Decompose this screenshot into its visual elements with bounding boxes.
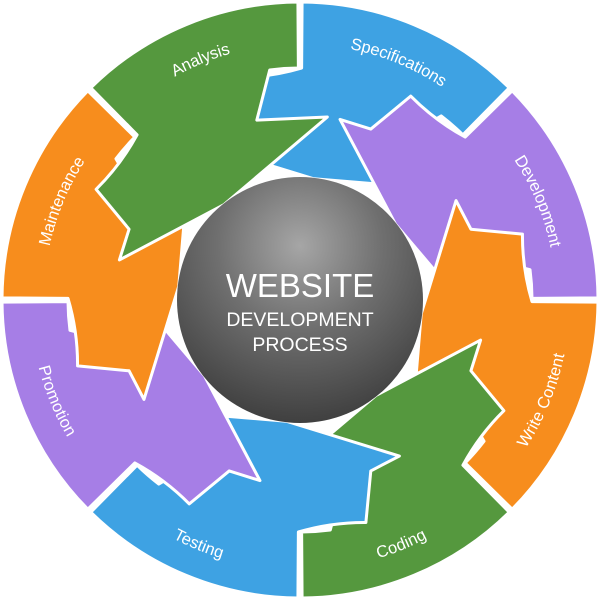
hub-subtitle: DEVELOPMENT (226, 309, 373, 331)
hub-circle (177, 177, 423, 423)
center-hub: WEBSITE DEVELOPMENT PROCESS (177, 177, 423, 423)
hub-title: WEBSITE (226, 267, 375, 304)
hub-caption: PROCESS (252, 334, 347, 356)
segment-analysis (89, 0, 329, 262)
